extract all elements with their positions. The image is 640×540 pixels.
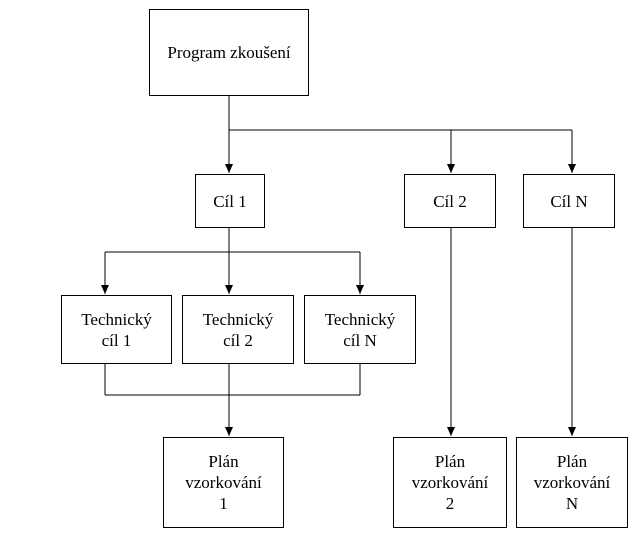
sampling-plan-2-line3: 2: [445, 494, 455, 513]
goal-2-box: Cíl 2: [404, 174, 496, 228]
sampling-plan-1-line1: Plán: [208, 452, 239, 471]
sampling-plan-1-line3: 1: [219, 494, 228, 513]
tech-goal-1-line1: Technický: [81, 309, 152, 329]
sampling-plan-1-box: Plán vzorkování 1: [163, 437, 284, 528]
sampling-plan-2-line2: vzorkování: [411, 473, 489, 492]
goal-n-box: Cíl N: [523, 174, 615, 228]
sampling-plan-n-line1: Plán: [556, 452, 588, 471]
program-label: Program zkoušení: [167, 43, 291, 62]
tech-goal-2-line2: cíl 2: [223, 330, 253, 350]
tech-goal-2-line1: Technický: [202, 309, 274, 329]
sampling-plan-2-box: Plán vzorkování 2: [393, 437, 507, 528]
tech-goal-n-line1: Technický: [324, 309, 396, 329]
sampling-plan-n-box: Plán vzorkování N: [516, 437, 628, 528]
sampling-plan-2-line1: Plán: [434, 452, 466, 471]
tech-goal-n-line2: cíl N: [343, 330, 377, 350]
goal-1-box: Cíl 1: [195, 174, 265, 228]
program-box: Program zkoušení: [149, 9, 309, 96]
goal-n-label: Cíl N: [550, 191, 588, 211]
sampling-plan-n-line3: N: [565, 494, 579, 513]
tech-goal-2-box: Technický cíl 2: [182, 295, 294, 364]
sampling-plan-n-line2: vzorkování: [533, 473, 611, 492]
tech-goal-1-box: Technický cíl 1: [61, 295, 172, 364]
goal-1-label: Cíl 1: [213, 191, 247, 211]
goal-2-label: Cíl 2: [433, 191, 467, 211]
tech-goal-n-box: Technický cíl N: [304, 295, 416, 364]
tech-goal-1-line2: cíl 1: [101, 330, 132, 350]
sampling-plan-1-line2: vzorkování: [185, 473, 262, 492]
